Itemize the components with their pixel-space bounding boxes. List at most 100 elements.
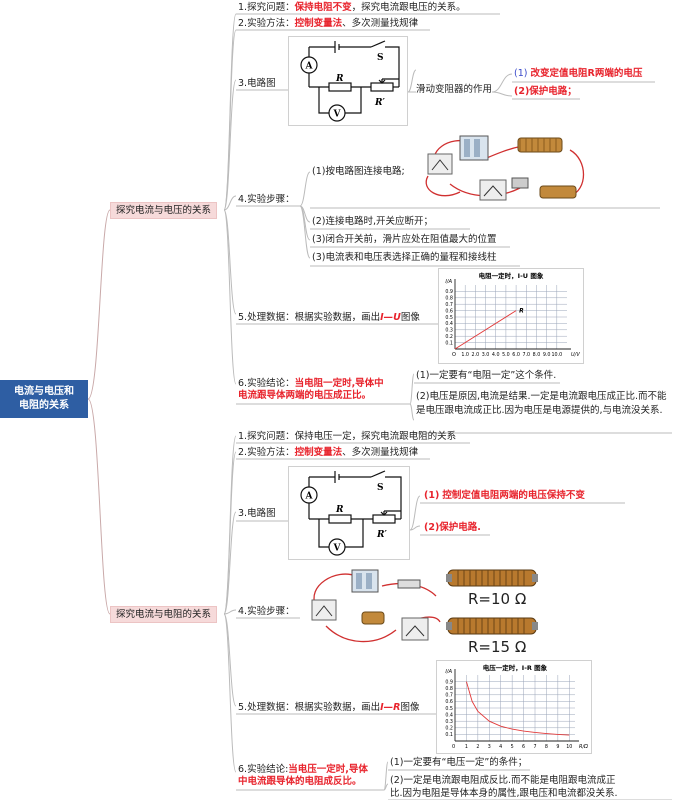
x-tick-label: 9.0: [543, 352, 551, 358]
y-tick-label: 0.3: [445, 328, 453, 334]
y-tick-label: 0.6: [445, 699, 453, 705]
r-role2: (2)保护电路.: [424, 522, 481, 534]
voltmeter-letter: V: [333, 110, 342, 120]
ammeter-icon-2: [300, 486, 318, 504]
x-tick-label: 1: [465, 744, 468, 750]
x-tick-label: 6.0: [512, 352, 520, 358]
resistor-10-label: R=10 Ω: [468, 590, 527, 608]
circuit-schematic: A V S R R′: [300, 40, 400, 122]
r-m-suffix: 、多次测量找规律: [342, 447, 419, 458]
x-tick-label: 2: [476, 744, 479, 750]
resistor-coil-icon-2: [446, 617, 538, 635]
y-tick-label: 0.1: [445, 732, 453, 738]
resistor-coil-icon: [446, 569, 538, 587]
switch-letter: S: [377, 53, 384, 63]
resistor-10-image: [446, 566, 538, 590]
x-tick-label: 6: [522, 744, 525, 750]
v-data-suffix: 图像: [400, 312, 420, 323]
v-data-label: 5.处理数据：根据实验数据，画出I—U图像: [238, 312, 420, 324]
v-step2: (2)连接电路时,开关应断开；: [312, 216, 433, 227]
r-steps-label: 4.实验步骤：: [238, 606, 295, 617]
y-tick-label: 0.6: [445, 308, 453, 314]
apparatus-illustration: [425, 135, 584, 201]
v-circuit-label: 3.电路图: [238, 78, 276, 89]
v-role1-num: (1): [514, 68, 528, 79]
v-role2: (2)保护电路；: [514, 86, 577, 97]
resistor-15-label: R=15 Ω: [468, 638, 527, 656]
r-role2-text: 保护电路.: [439, 522, 481, 533]
x-tick-label: 2.0: [472, 352, 480, 358]
v-note1: (1)一定要有“电阻一定”这个条件.: [416, 370, 557, 381]
v-question: 1.探究问题：保持电阻不变，探究电流跟电压的关系。: [238, 2, 466, 14]
r-concl-prefix: 6.实验结论:: [238, 764, 289, 775]
y-tick-label: 0.4: [445, 712, 453, 718]
topic-current-voltage[interactable]: 探究电流与电压的关系: [110, 202, 218, 219]
chart-title: 电阻一定时，I-U 图象: [479, 271, 544, 280]
r-data-highlight: I—R: [380, 702, 401, 713]
v-concl-prefix: 6.实验结论：: [238, 378, 295, 389]
r-m-highlight: 控制变量法: [294, 447, 343, 458]
v-note2-line2: 是电压跟电流成正比.因为电压是电源提供的,与电流没关系.: [416, 405, 663, 416]
x-tick-label: 4.0: [492, 352, 500, 358]
origin-label: 0: [452, 744, 455, 750]
resistor-15-image: [446, 614, 538, 638]
r-concl-line2: 中电流跟导体的电阻成反比。: [238, 776, 362, 787]
rheostat-role-label: 滑动变阻器的作用: [416, 84, 493, 95]
v-conclusion: 6.实验结论：当电阻一定时,导体中 电流跟导体两端的电压成正比。: [238, 378, 384, 402]
ammeter-icon: [300, 56, 318, 74]
r-role1-num: (1): [424, 490, 440, 501]
x-axis-label: R/Ω: [579, 744, 588, 750]
x-axis-label: U/V: [571, 352, 580, 358]
series-label: R: [519, 308, 524, 315]
r-note1: (1)一定要有“电压一定”的条件；: [390, 757, 528, 768]
voltmeter-icon: [328, 104, 346, 122]
rheostat-letter-2: R′: [376, 530, 387, 540]
y-tick-label: 0.3: [445, 719, 453, 725]
x-tick-label: 1.0: [461, 352, 469, 358]
y-tick-label: 0.8: [445, 686, 453, 692]
r-method: 2.实验方法：控制变量法、多次测量找规律: [238, 447, 418, 459]
r-role1: (1) 控制定值电阻两端的电压保持不变: [424, 490, 585, 502]
v-step4: (3)电流表和电压表选择正确的量程和接线柱: [312, 252, 497, 263]
x-tick-label: 3: [488, 744, 491, 750]
r-circuit-diagram: A V S R R′: [288, 466, 410, 560]
r-conclusion: 6.实验结论:当电压一定时,导体 中电流跟导体的电阻成反比。: [238, 764, 368, 788]
voltmeter-letter-2: V: [333, 544, 342, 554]
v-data-prefix: 5.处理数据：根据实验数据，画出: [238, 312, 381, 323]
root-title-line1: 电流与电压和: [14, 386, 74, 397]
v-apparatus-image: [420, 130, 590, 206]
y-tick-label: 0.7: [445, 302, 453, 308]
r-apparatus-image: [306, 566, 442, 654]
y-tick-label: 0.5: [445, 706, 453, 712]
series-line: [465, 681, 570, 736]
r-m-prefix: 2.实验方法：: [238, 447, 295, 458]
r-note2: (2)一定是电流跟电阻成反比.而不能是电阻跟电流成正 比.因为电阻是导体本身的属…: [390, 774, 618, 800]
root-node[interactable]: 电流与电压和 电阻的关系: [0, 380, 88, 418]
v-m-prefix: 2.实验方法：: [238, 18, 295, 29]
r-data-prefix: 5.处理数据：根据实验数据，画出: [238, 702, 381, 713]
ammeter-letter: A: [305, 62, 314, 72]
topic-current-resistance[interactable]: 探究电流与电阻的关系: [110, 606, 218, 623]
resistor-letter-2: R: [335, 505, 344, 515]
series-line: [454, 310, 517, 350]
voltmeter-icon-2: [328, 538, 346, 556]
x-tick-label: 10: [566, 744, 572, 750]
v-method: 2.实验方法：控制变量法、多次测量找规律: [238, 18, 418, 30]
x-tick-label: 9: [556, 744, 559, 750]
r-question: 1.探究问题：保持电压一定，探究电流跟电阻的关系: [238, 431, 457, 442]
v-step1: (1)按电路图连接电路;: [312, 166, 405, 177]
x-tick-label: 7.0: [522, 352, 530, 358]
y-tick-label: 0.1: [445, 340, 453, 346]
y-axis-label: I/A: [445, 669, 452, 675]
r-data-suffix: 图像: [400, 702, 420, 713]
rheostat-letter: R′: [374, 98, 385, 108]
y-axis-label: I/A: [445, 279, 452, 285]
r-note2-line2: 比.因为电阻是导体本身的属性,跟电压和电流都没关系.: [390, 788, 618, 799]
root-title-line2: 电阻的关系: [19, 400, 69, 411]
x-tick-label: 7: [533, 744, 536, 750]
v-step3: (3)闭合开关前，滑片应处在阻值最大的位置: [312, 234, 497, 245]
